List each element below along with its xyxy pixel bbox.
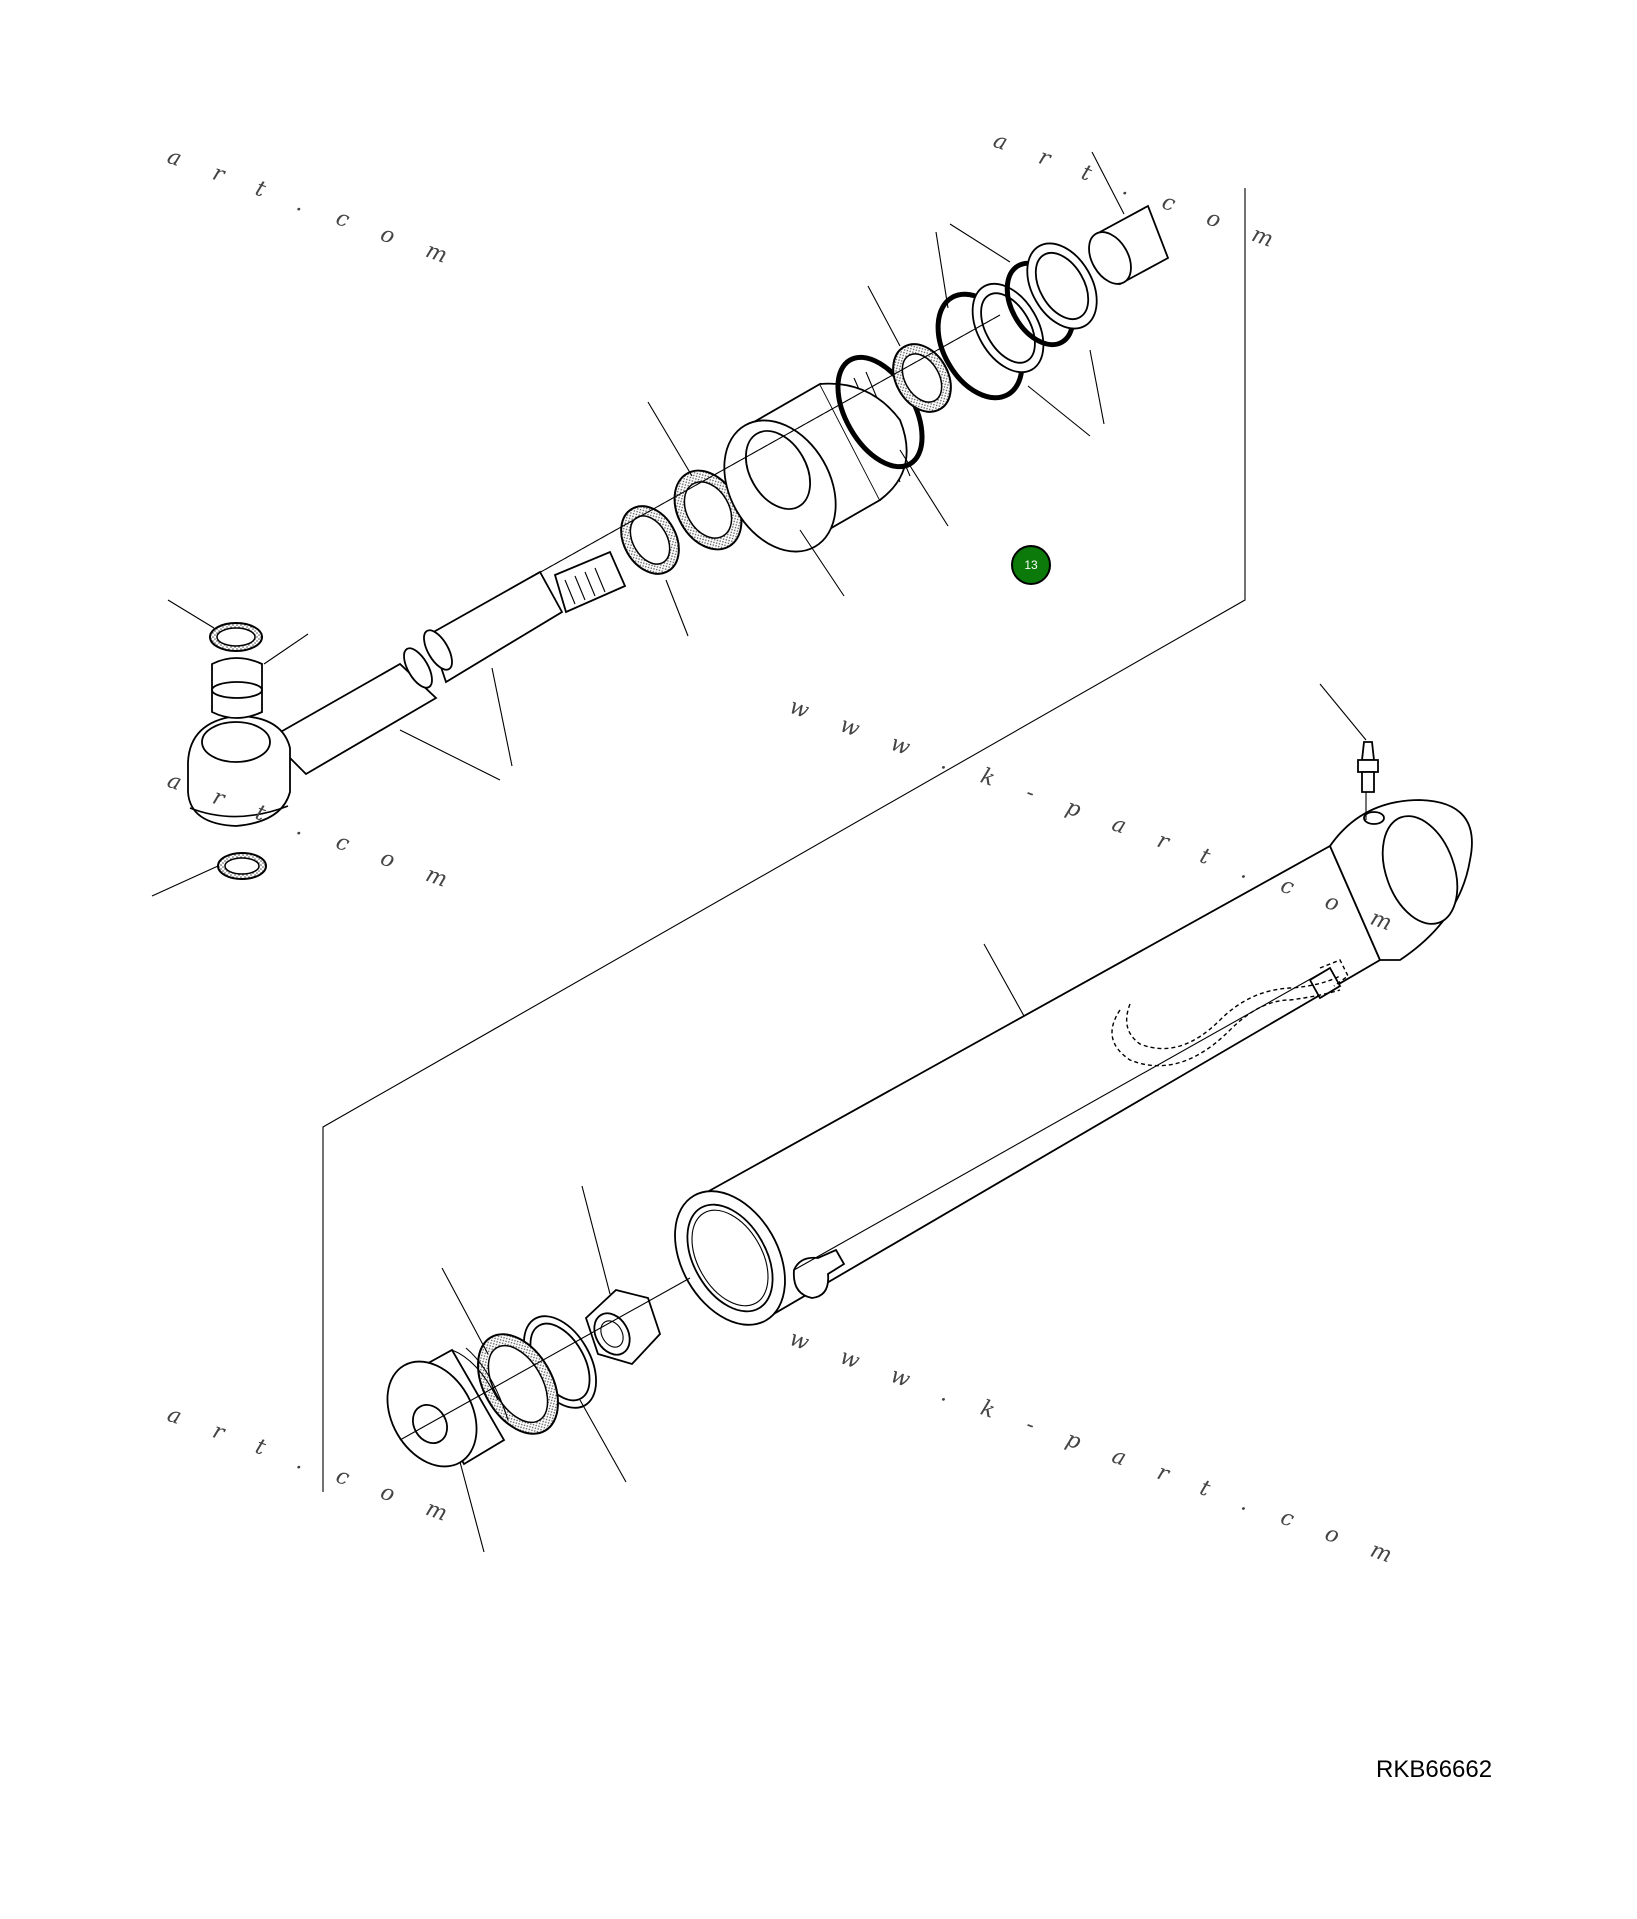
leader-lines-lower bbox=[399, 683, 1367, 1553]
leader-lines-upper bbox=[151, 151, 1125, 897]
watermark-5: w w w . k - p a r t . c o m bbox=[786, 1326, 1408, 1573]
watermark-3: a r t . c o m bbox=[164, 768, 464, 897]
rod-seal-b bbox=[673, 469, 743, 551]
outline-frame bbox=[322, 188, 1246, 1492]
cylinder-tube bbox=[674, 799, 1473, 1326]
piston-nut bbox=[584, 1289, 662, 1366]
piston-bushing bbox=[1088, 204, 1170, 286]
dust-seal-upper bbox=[209, 622, 263, 652]
drawing-code: RKB66662 bbox=[1376, 1756, 1493, 1783]
watermark-4: w w w . k - p a r t . c o m bbox=[786, 694, 1408, 941]
rod-seal-a bbox=[620, 505, 680, 575]
backup-ring bbox=[892, 343, 952, 413]
dust-seal-lower bbox=[217, 852, 267, 880]
piston-seal-lower bbox=[477, 1333, 559, 1435]
grease-fitting bbox=[1357, 741, 1379, 820]
wear-ring bbox=[1026, 242, 1098, 330]
rod-eye bbox=[187, 657, 291, 827]
callout-13[interactable]: 13 bbox=[1011, 545, 1051, 585]
callout-13-label: 13 bbox=[1024, 558, 1038, 572]
piston-rod bbox=[268, 550, 627, 776]
watermark-1: a r t . c o m bbox=[164, 144, 464, 273]
piston bbox=[971, 282, 1045, 374]
watermark-group: a r t . c o m a r t . c o m a r t . c o … bbox=[164, 128, 1408, 1573]
